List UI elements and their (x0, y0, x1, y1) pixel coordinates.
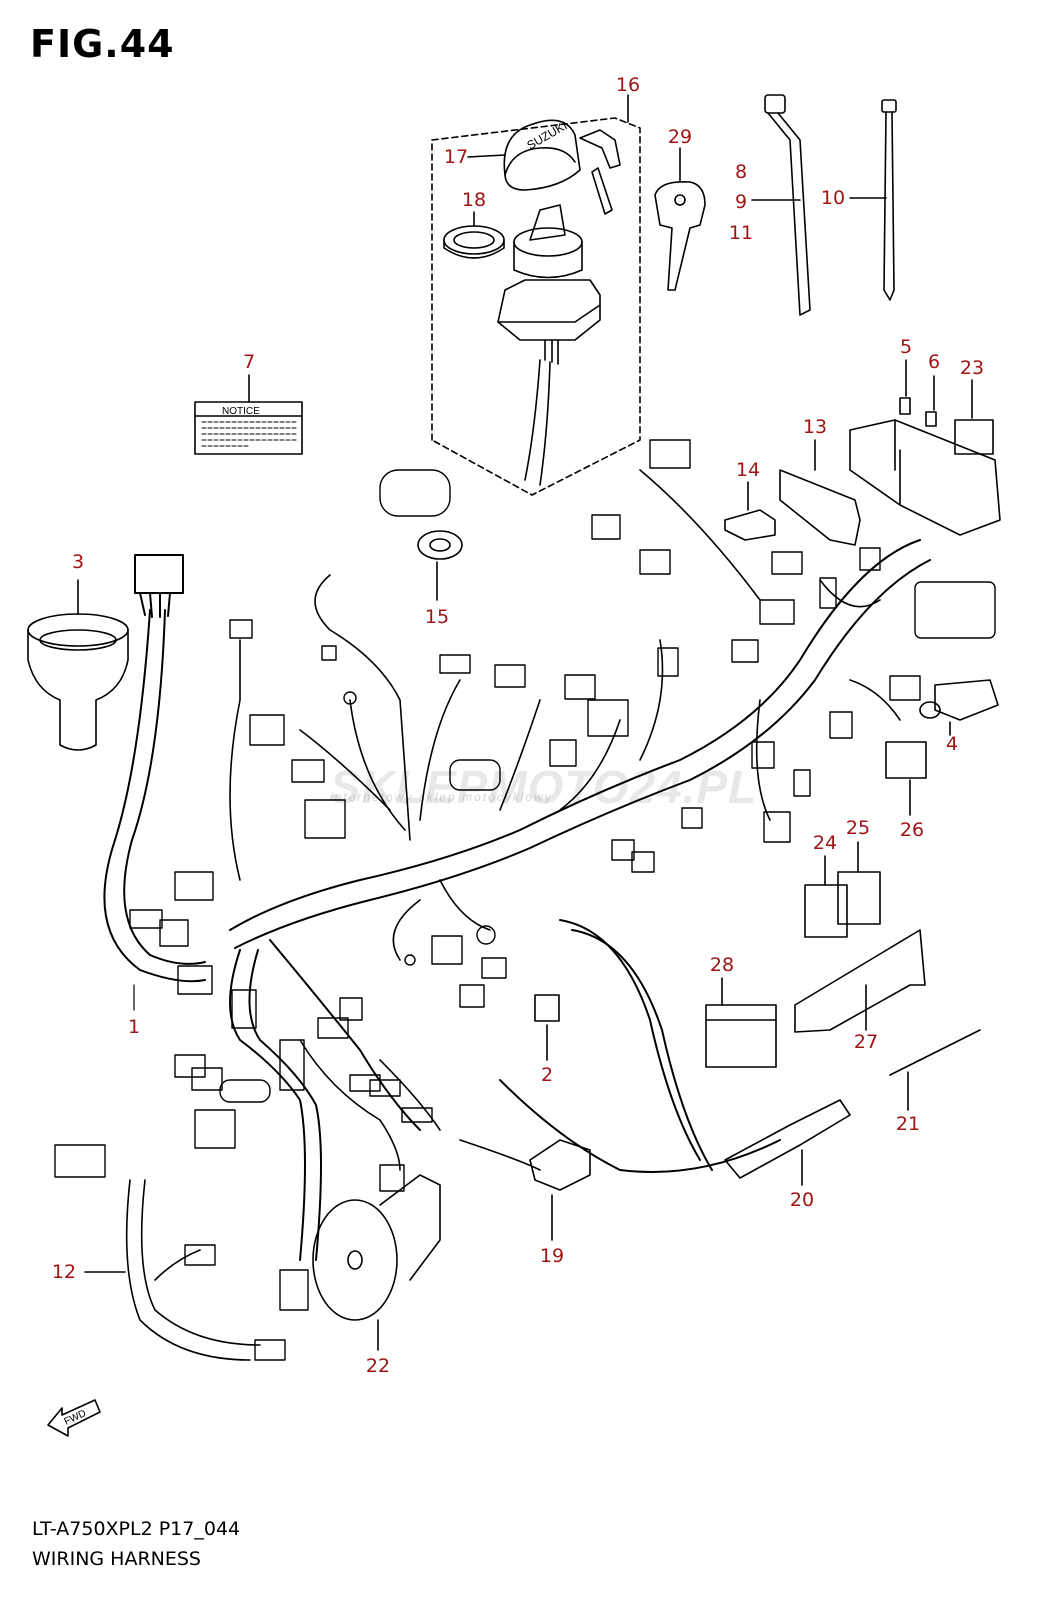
callout-22: 22 (365, 1355, 391, 1377)
cable-tie-large (751, 94, 811, 316)
callout-12: 12 (51, 1261, 77, 1283)
terminal (534, 994, 560, 1061)
callout-23: 23 (959, 357, 985, 379)
leader-lines (133, 175, 746, 1011)
callout-7: 7 (242, 351, 256, 373)
relay-28 (705, 977, 777, 1068)
callout-1: 1 (127, 1016, 141, 1038)
callout-14: 14 (735, 459, 761, 481)
callout-26: 26 (899, 819, 925, 841)
callout-4: 4 (945, 733, 959, 755)
fuse-box (849, 359, 1001, 536)
callout-28: 28 (709, 954, 735, 976)
callout-9: 9 (734, 191, 748, 213)
bracket-14 (724, 481, 776, 541)
connectors (54, 439, 996, 1361)
callout-5: 5 (899, 336, 913, 358)
callout-19: 19 (539, 1245, 565, 1267)
watermark: SKLEPMOTO24.PL (330, 761, 758, 813)
callout-25: 25 (845, 817, 871, 839)
notice-label: NOTICE (194, 374, 303, 455)
callout-8: 8 (734, 161, 748, 183)
main-harness (103, 539, 931, 1261)
oxygen-sensor (724, 1099, 851, 1186)
callout-16: 16 (615, 74, 641, 96)
brake-switch (529, 1139, 591, 1241)
footer-model-code: LT-A750XPL2 P17_044 (32, 1518, 241, 1540)
callout-24: 24 (812, 832, 838, 854)
push-switch (417, 530, 463, 601)
relay-24 (804, 855, 848, 938)
cable-tie-small (849, 99, 897, 301)
callout-6: 6 (927, 351, 941, 373)
footer-section-title: WIRING HARNESS (32, 1548, 201, 1570)
relay-bracket (794, 929, 926, 1033)
callout-2: 2 (540, 1064, 554, 1086)
fwd-arrow: FWD (47, 1399, 101, 1437)
callout-29: 29 (667, 126, 693, 148)
lock-ring (443, 211, 505, 259)
rubber-boot (27, 579, 129, 751)
coupler (885, 741, 927, 816)
callout-27: 27 (853, 1031, 879, 1053)
ignition-group-box (431, 94, 641, 496)
callout-17: 17 (443, 146, 469, 168)
callout-20: 20 (789, 1189, 815, 1211)
callout-10: 10 (820, 187, 846, 209)
callout-13: 13 (802, 416, 828, 438)
bracket-13 (779, 439, 861, 546)
relay-25 (837, 841, 881, 925)
callout-3: 3 (71, 551, 85, 573)
horn (312, 1174, 441, 1351)
callout-11: 11 (728, 222, 754, 244)
ignition-switch (497, 204, 601, 486)
callout-21: 21 (895, 1113, 921, 1135)
spring-pin (889, 1029, 981, 1111)
figure-title: FIG.44 (30, 22, 175, 66)
callout-15: 15 (424, 606, 450, 628)
callout-18: 18 (461, 189, 487, 211)
watermark-subtext: internetowy sklep motocyklowy (330, 790, 553, 804)
notice-label-heading: NOTICE (222, 406, 260, 417)
harness-branches (125, 469, 901, 1361)
spare-key (654, 147, 706, 291)
rubber-cap (919, 679, 999, 736)
